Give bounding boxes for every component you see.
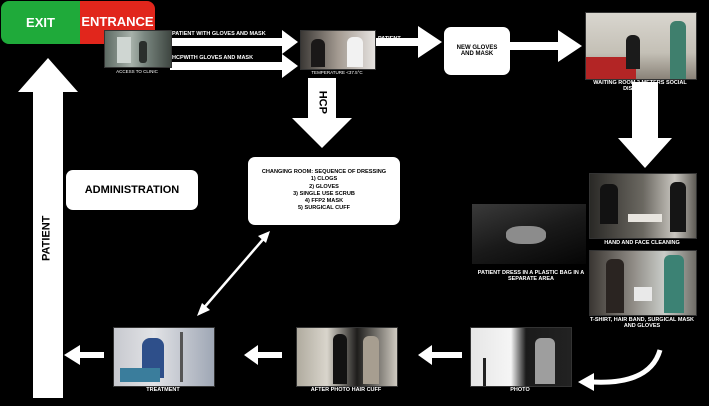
photo-access-clinic <box>104 30 172 68</box>
changing-room-item: 5) SURGICAL CUFF <box>297 205 351 212</box>
label-hcp: HCP <box>316 90 329 114</box>
changing-room-item: 3) SINGLE USE SCRUB <box>293 190 355 197</box>
changing-room-item: 2) GLOVES <box>309 183 339 190</box>
double-arrow-line <box>201 235 267 311</box>
administration-box: ADMINISTRATION <box>66 170 198 210</box>
entrance-label: ENTRANCE <box>81 14 154 29</box>
label-hcp-gloves-mask: HCPWITH GLOVES AND MASK <box>172 55 254 61</box>
arrow-up-patient <box>18 58 78 398</box>
caption-hand-face: HAND AND FACE CLEANING <box>604 240 680 246</box>
label-patient-1: PATIENT <box>378 36 401 42</box>
caption-waiting-room: WAITING ROOM 2 METERS SOCIAL DISTANCING <box>593 80 687 93</box>
photo-after-photo <box>296 327 398 387</box>
changing-room-item: 1) CLOGS <box>310 176 338 183</box>
caption-treatment: TREATMENT <box>146 387 180 393</box>
administration-label: ADMINISTRATION <box>84 184 180 196</box>
arrow-treatment-out <box>64 345 104 365</box>
arrow-to-waiting <box>510 30 582 62</box>
arrow-to-new-gloves <box>374 26 442 58</box>
caption-temperature: TEMPERATURE <37.5°C <box>311 70 363 75</box>
caption-access-clinic: ACCESS TO CLINIC <box>116 69 158 74</box>
arrow-photo-to-after <box>418 345 462 365</box>
changing-room-item: 4) FFP2 MASK <box>304 198 344 205</box>
exit-label: EXIT <box>26 15 55 30</box>
changing-room-title: CHANGING ROOM: SEQUENCE OF DRESSING <box>261 169 387 175</box>
photo-treatment <box>113 327 215 387</box>
caption-after-photo: AFTER PHOTO HAIR CUFF <box>310 387 382 393</box>
photo-plastic-bag <box>472 204 586 264</box>
arrow-patient-gloves <box>170 30 298 54</box>
photo-hand-face <box>589 173 697 239</box>
photo-tshirt <box>589 250 697 316</box>
photo-photo-room <box>470 327 572 387</box>
label-hcp-brings-patient: HCP BRINGS PATIENT <box>630 87 637 147</box>
curved-arrow <box>591 349 663 385</box>
arrow-hcp-gloves <box>170 54 298 78</box>
caption-plastic-bag: PATIENT DRESS IN A PLASTIC BAG IN A SEPA… <box>477 270 585 283</box>
label-patient-2: PATIENT <box>524 44 548 50</box>
label-patient-gloves-mask: PATIENT WITH GLOVES AND MASK <box>172 31 266 37</box>
photo-temperature <box>300 30 376 70</box>
label-patient-vertical: PATIENT <box>40 215 53 262</box>
curved-arrow-head <box>578 373 594 391</box>
arrow-after-to-treatment <box>244 345 282 365</box>
new-gloves-label: NEW GLOVES AND MASK <box>456 45 498 57</box>
double-arrow-head-top <box>258 231 270 243</box>
photo-waiting-room <box>585 12 697 80</box>
changing-room-box: CHANGING ROOM: SEQUENCE OF DRESSING 1) C… <box>248 157 400 225</box>
exit-box: EXIT <box>1 1 80 44</box>
new-gloves-box: NEW GLOVES AND MASK <box>444 27 510 75</box>
caption-tshirt: T-SHIRT, HAIR BAND, SURGICAL MASK AND GL… <box>589 317 695 330</box>
arrow-hcp-brings-down <box>618 82 672 168</box>
caption-photo: PHOTO <box>510 387 530 393</box>
double-arrow-head-bottom <box>197 303 210 316</box>
arrow-hcp-down <box>292 78 352 148</box>
